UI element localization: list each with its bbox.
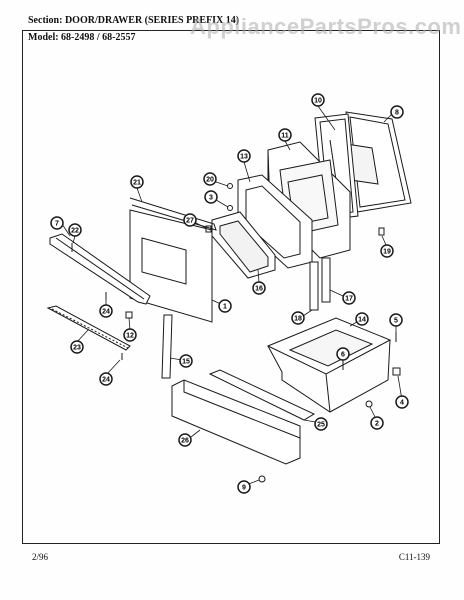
svg-text:1: 1 (223, 304, 227, 311)
callout-27: 27 (183, 213, 197, 227)
door-trim (129, 197, 217, 231)
model-title: Model: 68-2498 / 68-2557 (28, 32, 136, 43)
svg-text:9: 9 (242, 485, 246, 492)
callout-26: 26 (178, 433, 192, 447)
callout-1: 1 (218, 299, 232, 313)
svg-text:6: 6 (341, 352, 345, 359)
side-strips (309, 257, 331, 311)
svg-text:5: 5 (394, 318, 398, 325)
callout-12: 12 (123, 328, 137, 342)
svg-text:13: 13 (240, 154, 248, 161)
fasteners (71, 183, 401, 483)
svg-text:4: 4 (400, 400, 404, 407)
callout-13: 13 (237, 149, 251, 163)
callout-6: 6 (336, 347, 350, 361)
svg-text:21: 21 (133, 180, 141, 187)
callout-7: 7 (50, 216, 64, 230)
svg-text:20: 20 (206, 177, 214, 184)
door-handle (49, 233, 151, 305)
door-glass (211, 211, 276, 279)
svg-text:12: 12 (126, 333, 134, 340)
page-code: C11-139 (398, 552, 430, 562)
svg-text:27: 27 (186, 218, 194, 225)
callout-24-top: 24 (99, 304, 113, 318)
svg-text:14: 14 (358, 317, 366, 324)
bottom-seal-strip (46, 305, 131, 351)
callout-11: 11 (278, 128, 292, 142)
svg-text:24: 24 (102, 309, 110, 316)
svg-text:16: 16 (255, 286, 263, 293)
svg-text:19: 19 (383, 249, 391, 256)
svg-text:22: 22 (71, 228, 79, 235)
revision-date: 2/96 (32, 552, 49, 562)
diagram-frame (22, 30, 440, 544)
callout-2: 2 (370, 416, 384, 430)
svg-text:2: 2 (375, 421, 379, 428)
callout-20: 20 (203, 172, 217, 186)
svg-text:11: 11 (281, 133, 289, 140)
callout-4: 4 (395, 395, 409, 409)
svg-text:17: 17 (345, 296, 353, 303)
drawer-front (171, 379, 301, 465)
callout-23: 23 (70, 340, 84, 354)
callout-17: 17 (342, 291, 356, 305)
callout-8: 8 (390, 105, 404, 119)
callout-24-bottom: 24 (99, 372, 113, 386)
svg-text:10: 10 (314, 98, 322, 105)
svg-text:18: 18 (294, 316, 302, 323)
callout-16: 16 (252, 281, 266, 295)
svg-text:7: 7 (55, 221, 59, 228)
svg-text:15: 15 (182, 359, 190, 366)
svg-text:3: 3 (209, 195, 213, 202)
callout-10: 10 (311, 93, 325, 107)
callout-15: 15 (179, 354, 193, 368)
callout-25: 25 (314, 417, 328, 431)
callout-18: 18 (291, 311, 305, 325)
drawer-body (266, 317, 392, 413)
svg-text:24: 24 (102, 377, 110, 384)
svg-text:25: 25 (317, 422, 325, 429)
section-title: Section: DOOR/DRAWER (SERIES PREFIX 14) (28, 15, 240, 26)
drawer-trim (208, 369, 316, 421)
svg-text:26: 26 (181, 438, 189, 445)
callout-14: 14 (355, 312, 369, 326)
vertical-strip (161, 314, 173, 379)
callout-9: 9 (237, 480, 251, 494)
svg-text:8: 8 (395, 110, 399, 117)
door-front-panel (129, 209, 213, 323)
callout-21: 21 (130, 175, 144, 189)
callout-3: 3 (204, 190, 218, 204)
callout-19: 19 (380, 244, 394, 258)
svg-text:23: 23 (73, 345, 81, 352)
callout-5: 5 (389, 313, 403, 327)
callout-22: 22 (68, 223, 82, 237)
callout-labels: 10 8 11 13 20 3 21 27 7 22 16 1 19 17 18… (50, 93, 409, 494)
watermark: AppliancePartsPros.com (190, 14, 462, 39)
